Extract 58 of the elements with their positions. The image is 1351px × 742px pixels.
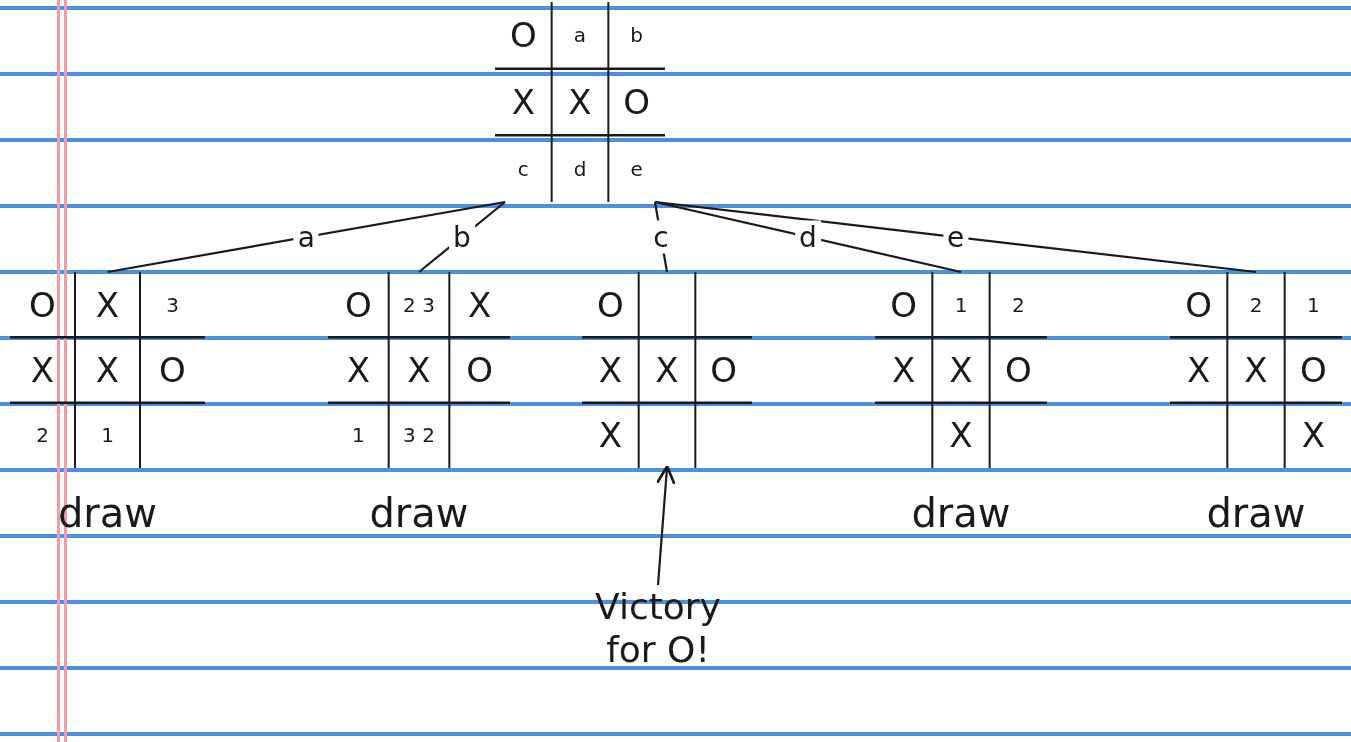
cell-mark: X <box>407 350 431 390</box>
cell-mark: X <box>1301 415 1325 456</box>
cell-mark: O <box>1299 350 1327 390</box>
cell-mark: c <box>517 156 529 181</box>
cell-mark: 2 <box>36 423 49 448</box>
tic-tac-toe-board <box>875 272 1047 468</box>
cell-mark: X <box>949 350 973 390</box>
cell-mark: 1 <box>351 423 365 448</box>
tic-tac-toe-board <box>328 272 510 468</box>
cell-mark: 1 <box>1306 292 1320 317</box>
cell-mark: O <box>1004 350 1032 390</box>
cell-mark: 3 2 <box>403 423 435 448</box>
cell-mark: 3 <box>166 292 179 317</box>
connector-line <box>107 200 506 274</box>
cell-mark: X <box>468 284 492 325</box>
cell-mark: O <box>596 284 624 325</box>
cell-mark: X <box>598 415 622 456</box>
cell-mark: 1 <box>954 292 968 317</box>
outcome-label: draw <box>56 490 159 536</box>
arrow <box>655 464 676 586</box>
cell-mark: X <box>949 415 973 456</box>
cell-mark: X <box>511 82 535 122</box>
cell-mark: d <box>573 156 587 181</box>
tic-tac-toe-board <box>495 2 665 202</box>
cell-mark: O <box>890 284 918 325</box>
cell-mark: X <box>95 350 120 390</box>
outcome-label: draw <box>1205 490 1307 536</box>
cell-mark: 2 <box>1011 292 1025 317</box>
cell-mark: X <box>655 350 679 390</box>
cell-mark: X <box>1187 350 1211 390</box>
cell-mark: O <box>1185 284 1213 325</box>
cell-mark: X <box>568 82 592 122</box>
tic-tac-toe-board <box>582 272 752 468</box>
cell-mark: O <box>29 284 56 325</box>
cell-mark: O <box>509 15 537 56</box>
cell-mark: X <box>598 350 622 390</box>
cell-mark: O <box>623 82 651 122</box>
cell-mark: O <box>159 350 186 390</box>
cell-mark: e <box>630 156 643 181</box>
connector-line <box>654 200 1257 274</box>
cell-mark: a <box>573 23 587 48</box>
cell-mark: X <box>1244 350 1268 390</box>
cell-mark: X <box>95 284 120 325</box>
cell-mark: O <box>344 284 372 325</box>
connector-line <box>654 200 962 274</box>
cell-mark: 2 3 <box>403 292 435 317</box>
outcome-label: draw <box>368 490 470 536</box>
outcome-label: draw <box>910 490 1012 536</box>
cell-mark: 1 <box>101 423 114 448</box>
cell-mark: 2 <box>1249 292 1263 317</box>
cell-mark: b <box>630 23 643 48</box>
tic-tac-toe-board <box>1170 272 1342 468</box>
tic-tac-toe-board <box>10 272 205 468</box>
cell-mark: O <box>466 350 494 390</box>
cell-mark: X <box>30 350 55 390</box>
cell-mark: X <box>892 350 916 390</box>
cell-mark: O <box>710 350 738 390</box>
cell-mark: X <box>346 350 370 390</box>
